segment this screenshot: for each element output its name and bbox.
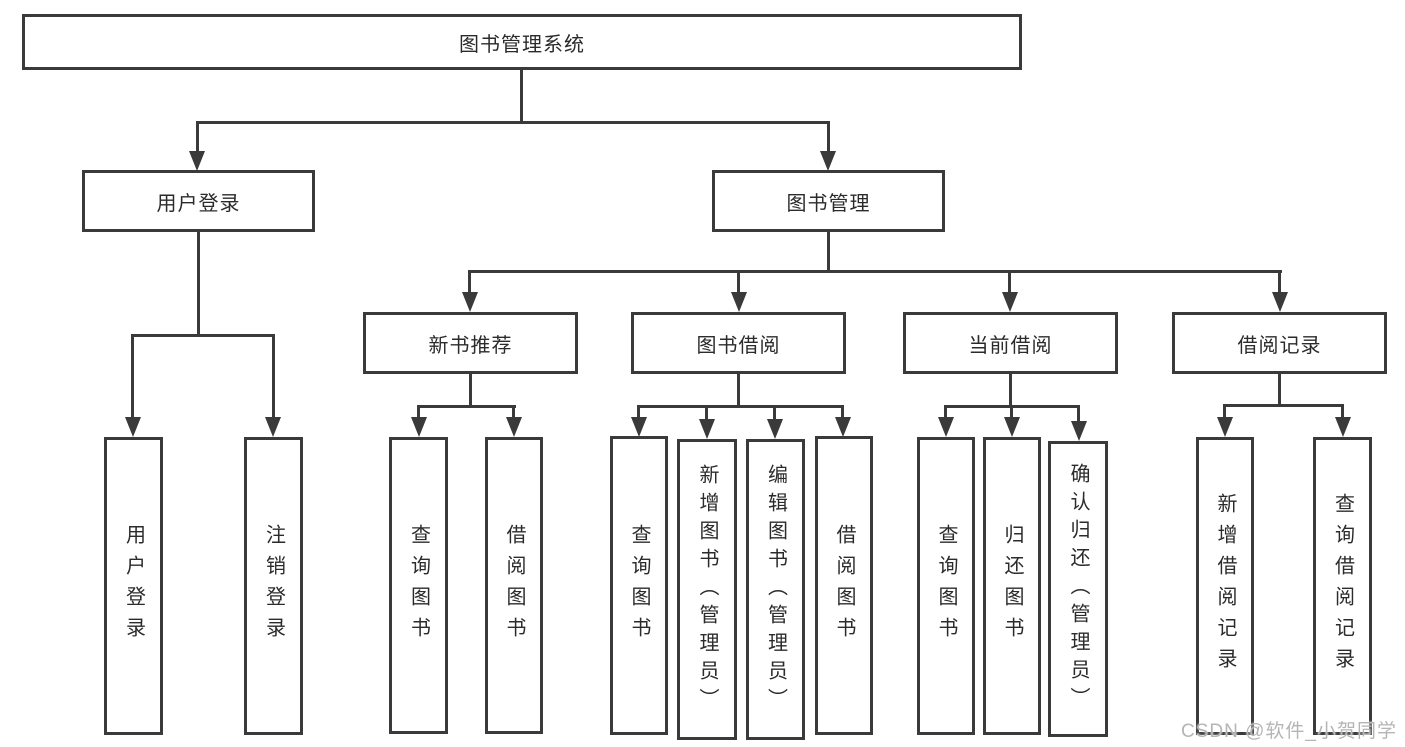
edge-line (773, 405, 776, 421)
node-book-management: 图书管理 (712, 170, 945, 232)
edge-line (197, 232, 200, 337)
edge-line (1341, 404, 1344, 419)
leaf-query-borrow-record: 查询借阅记录 (1313, 437, 1372, 735)
edge-line (841, 405, 844, 419)
leaf-query-books-recommend: 查询图书 (389, 437, 448, 734)
arrowhead-down-icon (631, 417, 647, 437)
arrowhead-down-icon (1004, 417, 1020, 437)
arrowhead-down-icon (820, 151, 836, 171)
edge-line (737, 374, 740, 408)
edge-line (1009, 374, 1012, 408)
node-new-book-recommend: 新书推荐 (363, 312, 578, 374)
arrowhead-down-icon (938, 417, 954, 437)
edge-line (196, 121, 830, 124)
arrowhead-down-icon (411, 417, 427, 437)
arrowhead-down-icon (1335, 417, 1351, 437)
arrowhead-down-icon (1217, 417, 1233, 437)
edge-line (1077, 405, 1080, 423)
node-borrowing-records: 借阅记录 (1172, 312, 1387, 374)
edge-line (468, 270, 1282, 273)
edge-line (272, 334, 275, 420)
arrowhead-down-icon (462, 292, 478, 312)
leaf-user-login: 用户登录 (104, 437, 163, 735)
leaf-edit-books-admin: 编辑图书（管理员） (746, 439, 805, 740)
edge-line (512, 405, 515, 419)
edge-line (196, 121, 199, 153)
edge-line (944, 405, 947, 419)
edge-line (827, 232, 830, 273)
edge-line (637, 405, 640, 419)
arrowhead-down-icon (265, 417, 281, 437)
arrowhead-down-icon (1002, 292, 1018, 312)
node-library-system: 图书管理系统 (22, 14, 1022, 70)
leaf-return-books: 归还图书 (983, 437, 1041, 735)
arrowhead-down-icon (699, 419, 715, 439)
leaf-confirm-return-admin: 确认归还（管理员） (1048, 441, 1108, 737)
arrowhead-down-icon (506, 417, 522, 437)
leaf-add-books-admin: 新增图书（管理员） (677, 439, 737, 740)
edge-line (1278, 270, 1281, 295)
arrowhead-down-icon (1071, 421, 1087, 441)
leaf-logout: 注销登录 (244, 437, 303, 735)
leaf-borrow-books-recommend: 借阅图书 (485, 437, 543, 734)
arrowhead-down-icon (125, 417, 141, 437)
edge-line (637, 405, 844, 408)
edge-line (520, 70, 523, 123)
edge-line (417, 405, 420, 419)
edge-line (1223, 404, 1226, 419)
edge-line (827, 121, 830, 153)
edge-line (468, 270, 471, 295)
leaf-query-books-current: 查询图书 (917, 437, 975, 735)
edge-line (131, 334, 275, 337)
edge-line (705, 405, 708, 421)
edge-line (469, 374, 472, 408)
arrowhead-down-icon (189, 151, 205, 171)
arrowhead-down-icon (767, 419, 783, 439)
arrowhead-down-icon (731, 292, 747, 312)
arrowhead-down-icon (1272, 292, 1288, 312)
edge-line (1223, 404, 1344, 407)
edge-line (737, 270, 740, 295)
node-user-login: 用户登录 (82, 170, 315, 232)
leaf-add-borrow-record: 新增借阅记录 (1196, 437, 1254, 735)
edge-line (1278, 374, 1281, 407)
edge-line (1008, 270, 1011, 295)
leaf-borrow-books: 借阅图书 (815, 436, 873, 735)
node-book-borrowing: 图书借阅 (631, 312, 846, 374)
leaf-query-books-borrowing: 查询图书 (610, 436, 668, 735)
edge-line (131, 334, 134, 420)
edge-line (1010, 405, 1013, 419)
watermark: CSDN @软件_小贺同学 (1181, 721, 1397, 742)
edge-line (417, 405, 516, 408)
node-current-borrowing: 当前借阅 (903, 312, 1118, 374)
arrowhead-down-icon (835, 417, 851, 437)
